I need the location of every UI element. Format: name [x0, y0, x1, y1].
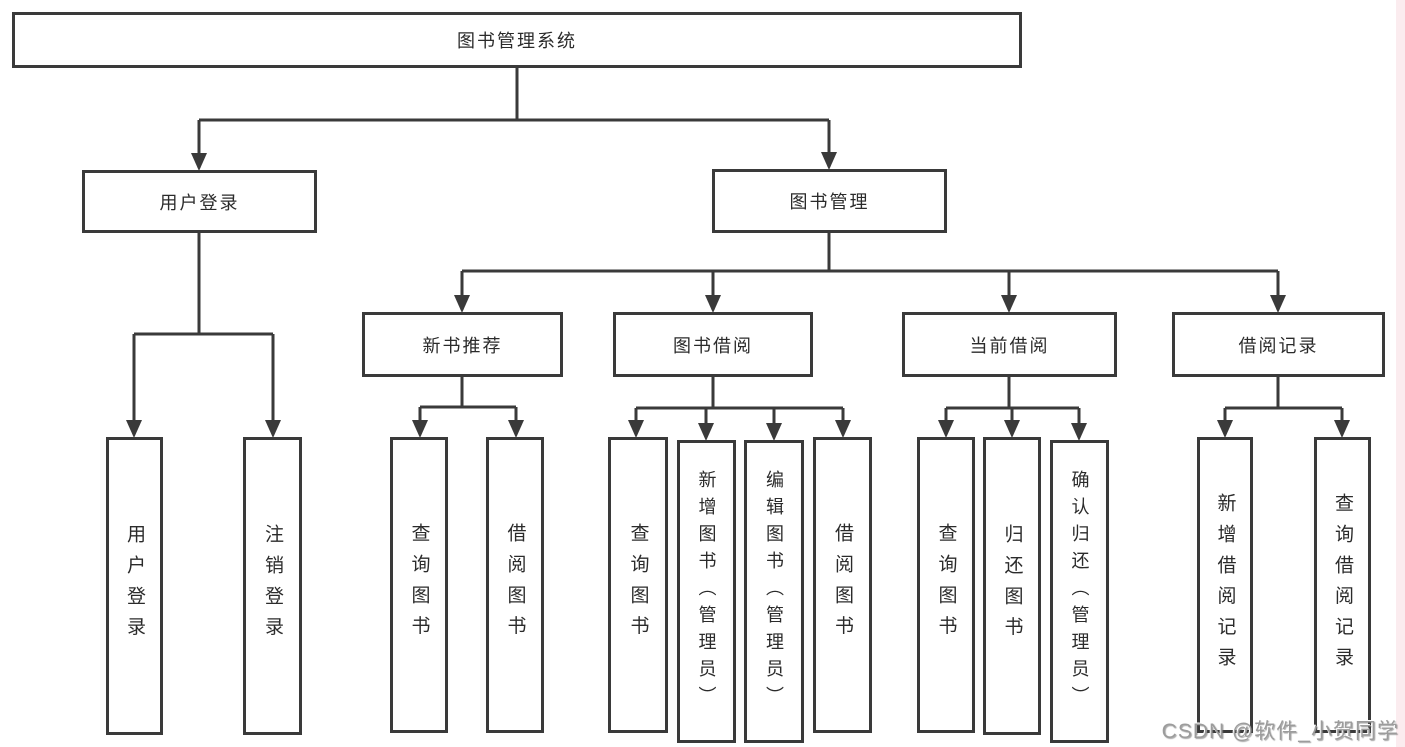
leaf-borrow-books: 借阅图书: [813, 437, 872, 733]
leaf-logout: 注销登录: [243, 437, 302, 735]
leaf-add-books-admin: 新增图书（管理员）: [677, 440, 736, 743]
leaf-edit-books-admin: 编辑图书（管理员）: [744, 440, 804, 743]
leaf-borrow-query-books: 查询图书: [608, 437, 668, 733]
leaf-recommend-borrow-books: 借阅图书: [486, 437, 544, 733]
node-book-management: 图书管理: [712, 169, 947, 233]
node-book-borrow: 图书借阅: [613, 312, 813, 377]
node-borrow-record: 借阅记录: [1172, 312, 1385, 377]
arrowheads: [126, 152, 1350, 441]
leaf-recommend-query-books: 查询图书: [390, 437, 448, 733]
node-current-borrow: 当前借阅: [902, 312, 1117, 377]
node-new-book-recommend: 新书推荐: [362, 312, 563, 377]
leaf-confirm-return-admin: 确认归还（管理员）: [1050, 440, 1109, 743]
leaf-query-borrow-record: 查询借阅记录: [1314, 437, 1371, 733]
leaf-return-books: 归还图书: [983, 437, 1041, 735]
leaf-user-login: 用户登录: [106, 437, 163, 735]
node-root-library-system: 图书管理系统: [12, 12, 1022, 68]
right-edge-strip: [1396, 0, 1405, 747]
node-user-login: 用户登录: [82, 170, 317, 233]
leaf-add-borrow-record: 新增借阅记录: [1197, 437, 1253, 733]
leaf-current-query-books: 查询图书: [917, 437, 975, 733]
csdn-watermark: CSDN @软件_小贺同学: [1161, 720, 1399, 743]
